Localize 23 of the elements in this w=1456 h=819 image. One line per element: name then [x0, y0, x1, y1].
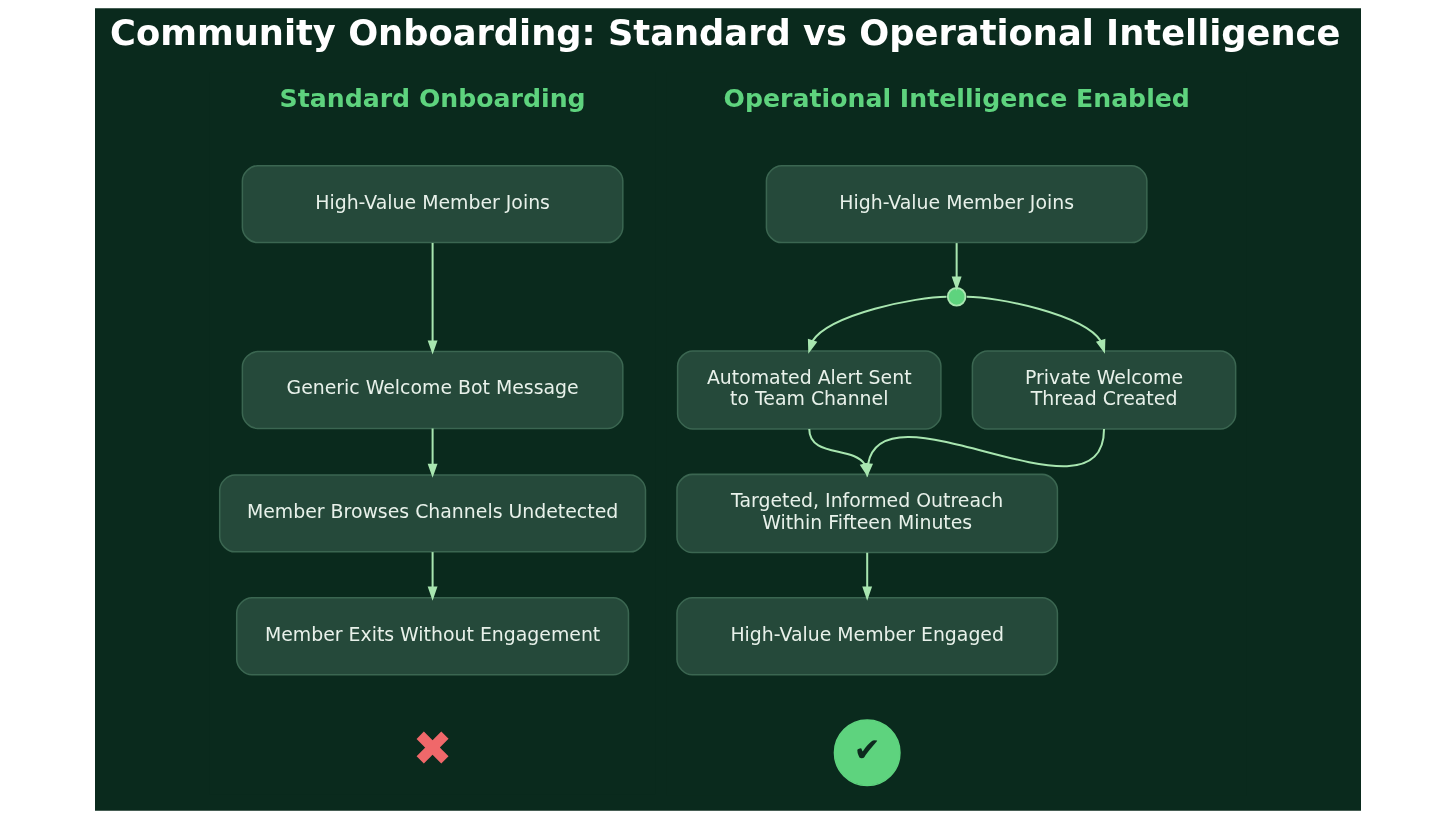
node-box: Member Browses Channels Undetected [218, 474, 647, 553]
node-box: High-Value Member Joins [765, 165, 1148, 244]
node-text: ✖ [412, 720, 453, 776]
arrow [807, 295, 947, 354]
label: Standard Onboarding [279, 83, 586, 113]
node-circle: ✔ [833, 719, 901, 787]
node-box: High-Value Member Joins [241, 165, 624, 244]
arrow [951, 243, 962, 291]
arrow [427, 428, 438, 478]
node-box: Automated Alert Sent to Team Channel [676, 350, 942, 430]
node-box: Private Welcome Thread Created [971, 350, 1237, 430]
node-circle [946, 287, 967, 307]
node-box: High-Value Member Engaged [676, 597, 1059, 676]
node-box: Targeted, Informed Outreach Within Fifteen Minutes [676, 473, 1059, 554]
node-box: Generic Welcome Bot Message [241, 350, 624, 430]
arrow [966, 295, 1106, 354]
arrow [427, 552, 438, 601]
arrow [862, 552, 873, 601]
diagram-title: Community Onboarding: Standard vs Operational Intelligence [110, 12, 1341, 54]
node-box: Member Exits Without Engagement [235, 597, 630, 676]
arrow [427, 242, 438, 355]
arrow [863, 428, 1105, 478]
label: Operational Intelligence Enabled [723, 83, 1190, 113]
